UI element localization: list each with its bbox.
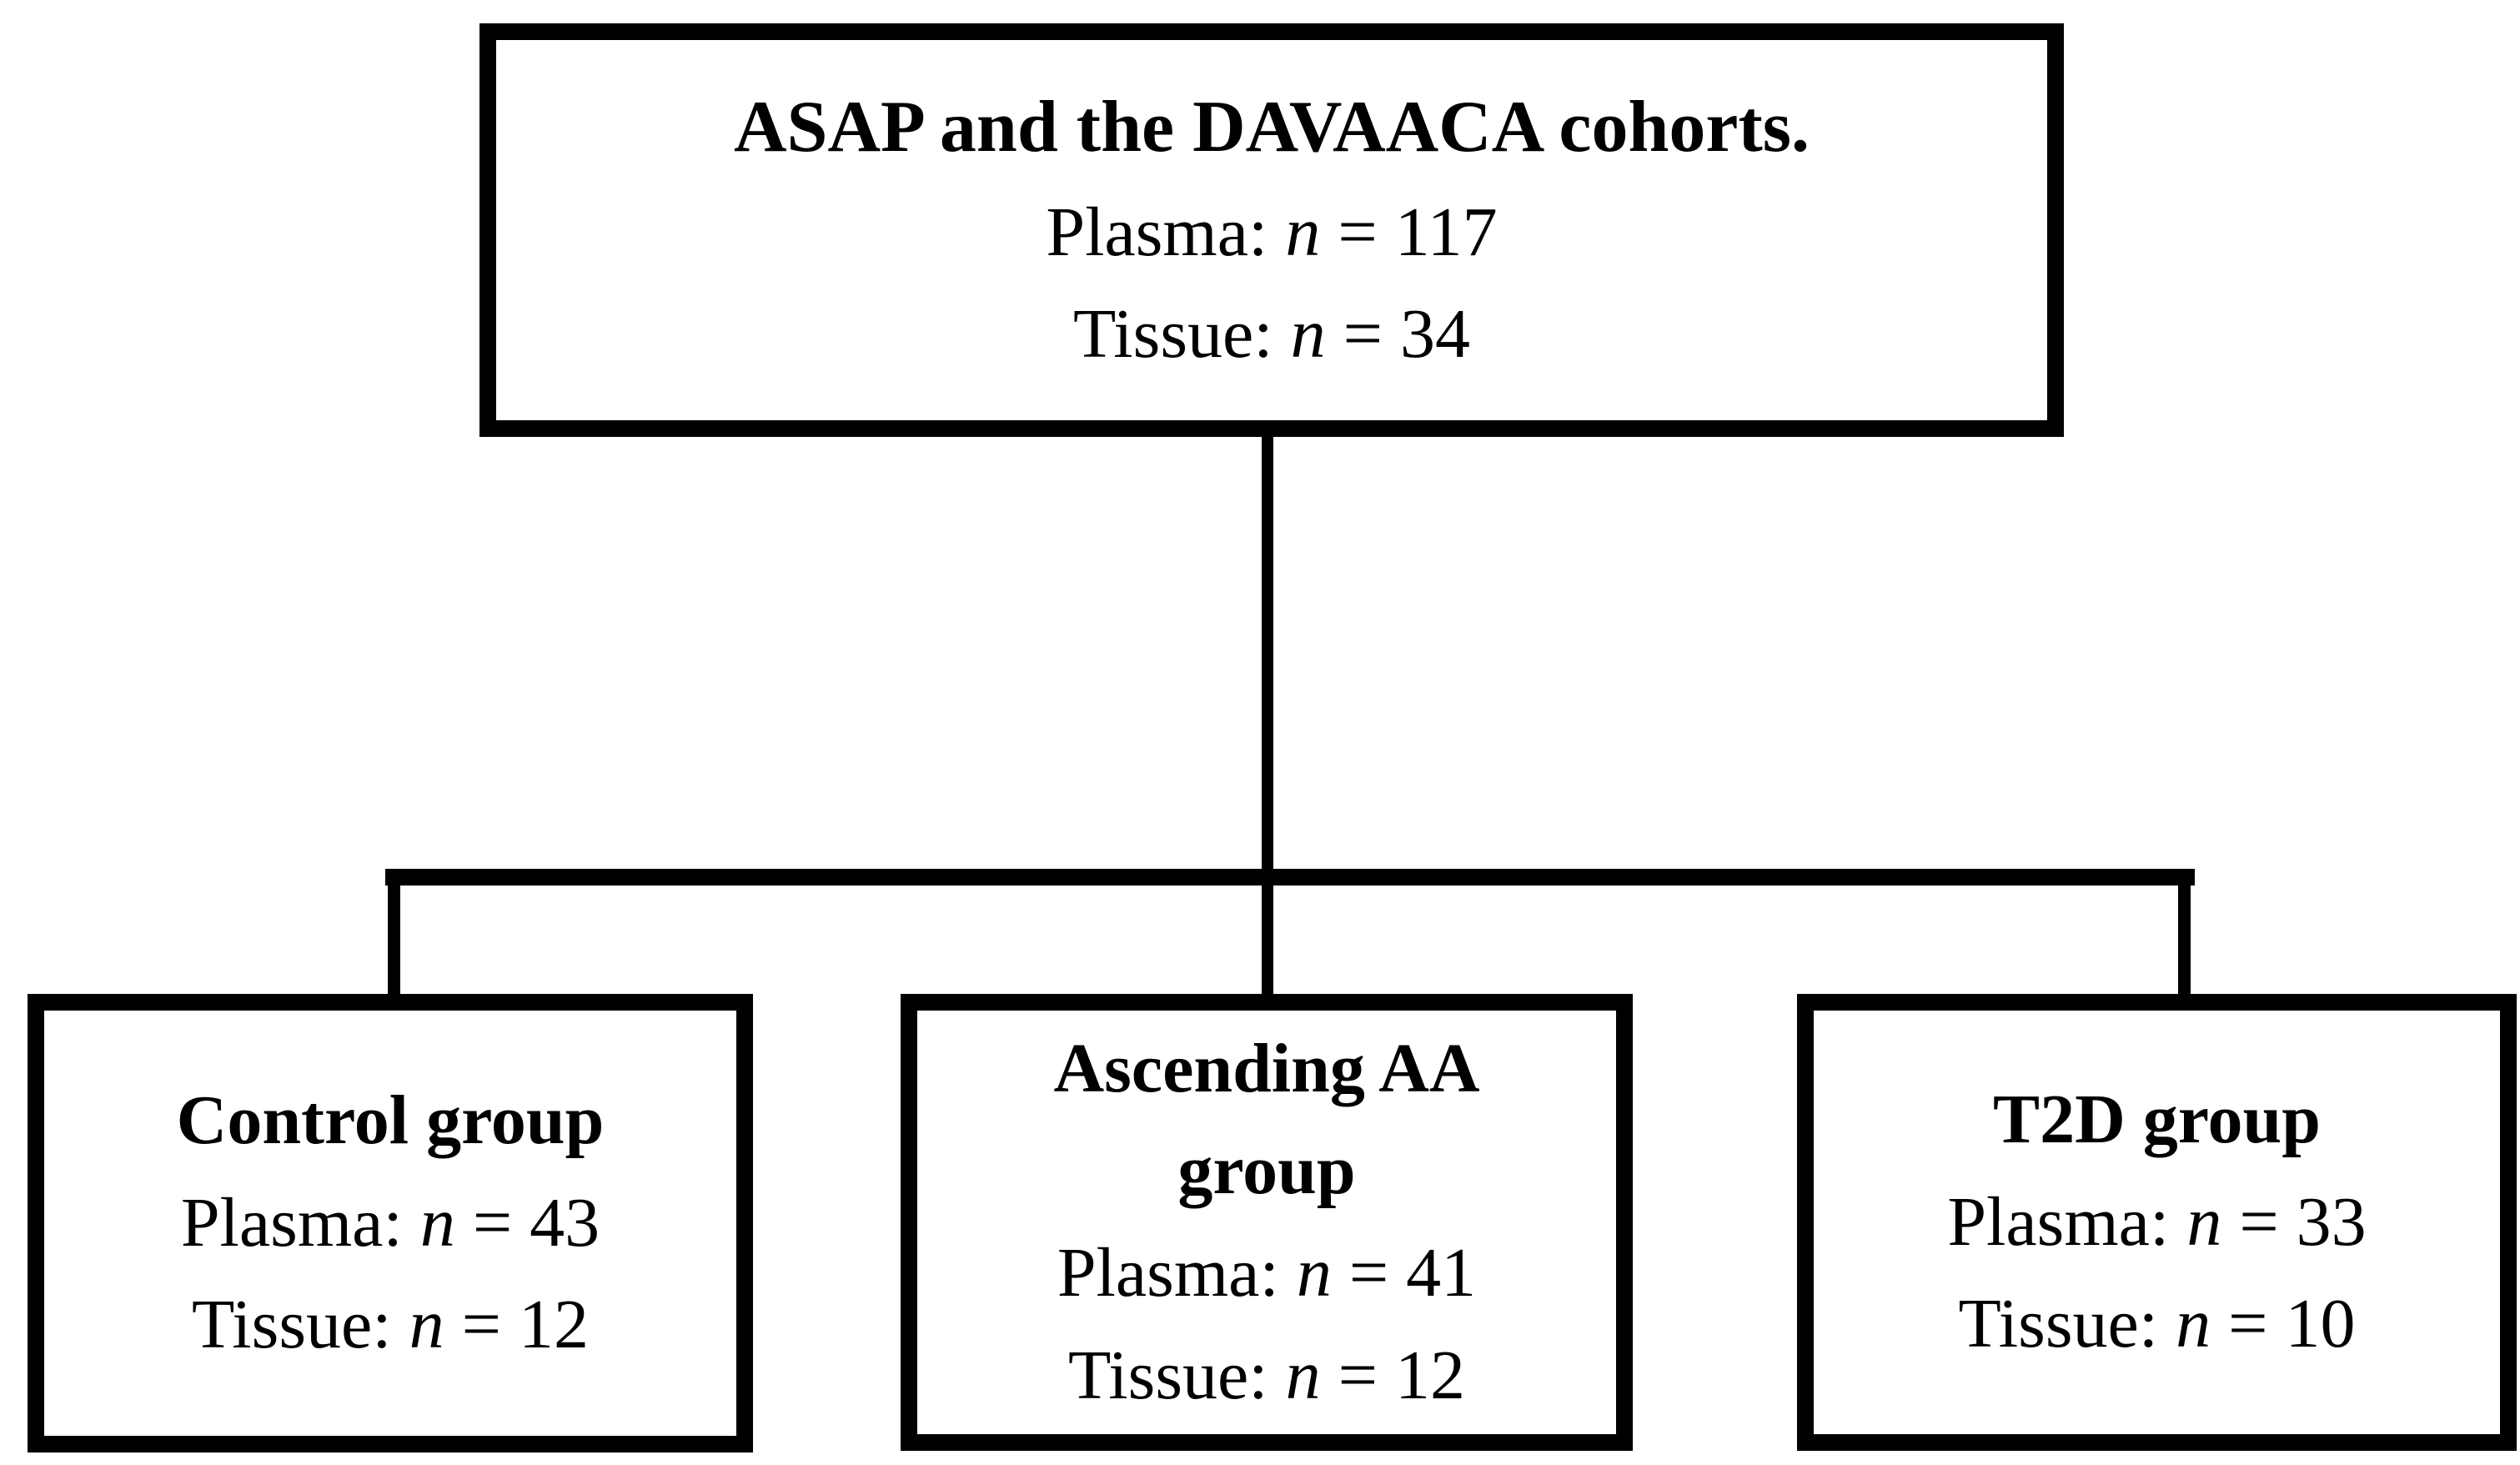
tissue-count: Tissue: n = 12 [1068,1325,1465,1427]
stat-value: = 34 [1325,295,1471,374]
tissue-count: Tissue: n = 10 [1958,1273,2355,1376]
node-title: ASAP and the DAVAACA cohorts. [734,74,1810,181]
stat-variable: n [2186,1182,2222,1261]
stat-label: Plasma: [1046,193,1286,271]
stat-variable: n [409,1286,444,1364]
title-line: group [1177,1131,1356,1210]
stat-value: = 43 [454,1183,600,1262]
stat-label: Tissue: [1072,295,1291,374]
stat-variable: n [419,1183,455,1262]
tissue-count: Tissue: n = 12 [192,1274,589,1377]
stat-label: Tissue: [1067,1336,1286,1414]
connector-right-elbow [2178,877,2191,1002]
title-line: Ascending AA [1053,1029,1480,1107]
stat-variable: n [1290,295,1326,374]
stat-value: = 12 [1320,1336,1466,1414]
stat-variable: n [2176,1285,2211,1363]
node-title: Ascending AA group [1053,1018,1479,1222]
stat-value: = 10 [2211,1285,2356,1363]
node-ascending-aa-group: Ascending AA group Plasma: n = 41 Tissue… [901,994,1633,1451]
node-control-group: Control group Plasma: n = 43 Tissue: n =… [28,994,753,1452]
plasma-count: Plasma: n = 43 [181,1172,600,1275]
node-root-cohorts: ASAP and the DAVAACA cohorts. Plasma: n … [479,23,2064,437]
node-title: Control group [177,1070,605,1172]
title-line: T2D group [1993,1081,2321,1159]
tissue-count: Tissue: n = 34 [1073,283,1470,386]
title-line: Control group [176,1081,605,1160]
connector-root-stem [1262,437,1273,1004]
stat-variable: n [1285,193,1321,271]
stat-value: = 12 [444,1286,590,1364]
stat-label: Plasma: [180,1183,420,1262]
connector-left-elbow [388,877,400,999]
node-t2d-group: T2D group Plasma: n = 33 Tissue: n = 10 [1797,994,2517,1451]
stat-value: = 33 [2221,1182,2367,1261]
plasma-count: Plasma: n = 117 [1046,182,1497,284]
node-title: T2D group [1993,1069,2321,1171]
stat-label: Plasma: [1947,1182,2187,1261]
stat-label: Plasma: [1057,1234,1297,1312]
plasma-count: Plasma: n = 41 [1057,1222,1476,1325]
stat-value: = 41 [1331,1234,1477,1312]
plasma-count: Plasma: n = 33 [1947,1171,2366,1274]
stat-value: = 117 [1320,193,1498,271]
stat-variable: n [1285,1336,1321,1414]
stat-variable: n [1296,1234,1332,1312]
stat-label: Tissue: [1958,1285,2176,1363]
stat-label: Tissue: [191,1286,409,1364]
title-line: ASAP and the DAVAACA cohorts. [733,87,1810,168]
connector-branch-bar [385,869,2195,886]
